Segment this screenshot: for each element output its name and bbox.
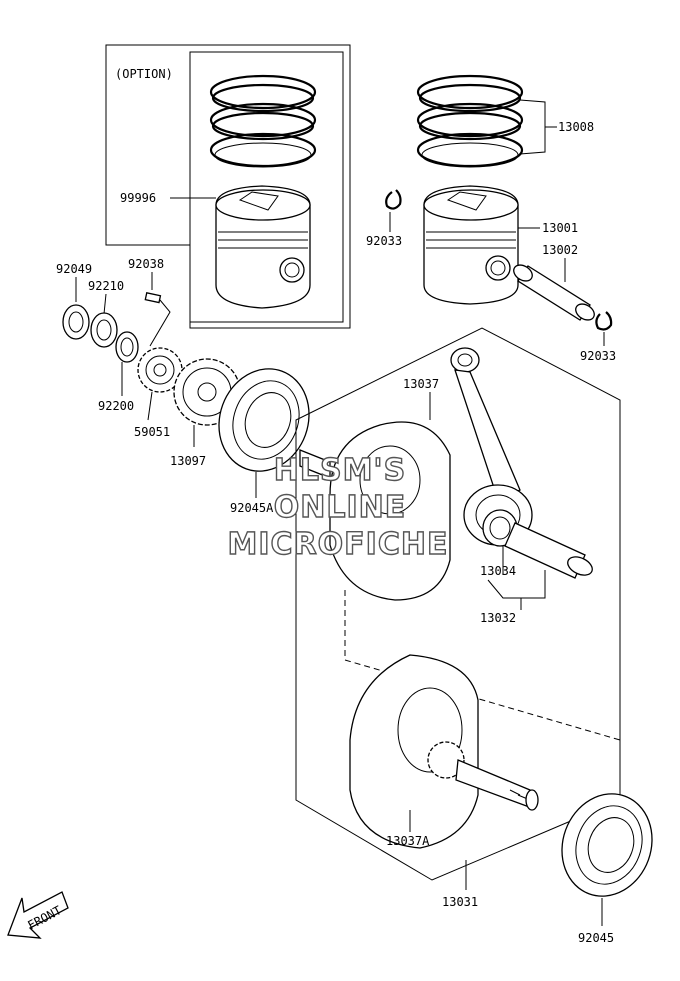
washer (115, 331, 139, 363)
option-piston-rings (209, 74, 317, 168)
crank-web-upper (299, 421, 451, 601)
circlip-upper (385, 189, 402, 210)
part-label-92033-lower: 92033 (580, 349, 616, 363)
part-label-99996: 99996 (120, 191, 156, 205)
part-label-59051: 59051 (134, 425, 170, 439)
part-label-92038: 92038 (128, 257, 164, 271)
option-piston (215, 185, 311, 309)
part-label-92033-upper: 92033 (366, 234, 402, 248)
crank-pin (504, 522, 593, 579)
crank-web-lower (349, 654, 539, 849)
part-label-13037: 13037 (403, 377, 439, 391)
piston-pin (513, 264, 595, 321)
part-label-92045: 92045 (578, 931, 614, 945)
watermark-line-3: MICROFICHE (228, 527, 449, 562)
part-label-13034: 13034 (480, 564, 516, 578)
watermark-line-2: ONLINE (274, 490, 407, 525)
part-label-13001: 13001 (542, 221, 578, 235)
part-label-92200: 92200 (98, 399, 134, 413)
part-label-92049: 92049 (56, 262, 92, 276)
nut (90, 312, 118, 348)
part-label-13037A: 13037A (386, 834, 430, 848)
part-label-92045A: 92045A (230, 501, 274, 515)
key (144, 292, 162, 304)
part-label-13002: 13002 (542, 243, 578, 257)
option-group: (OPTION) (105, 44, 351, 329)
bearing-right (561, 793, 653, 897)
front-arrow: FRONT (7, 891, 69, 939)
part-label-13008: 13008 (558, 120, 594, 134)
bearing-left (218, 368, 310, 472)
watermark-line-1: HLSM'S (274, 453, 406, 488)
part-label-13097: 13097 (170, 454, 206, 468)
oil-seal (62, 304, 90, 340)
part-label-13031: 13031 (442, 895, 478, 909)
piston (423, 185, 519, 305)
part-label-13032: 13032 (480, 611, 516, 625)
piston-rings (416, 74, 524, 168)
circlip-lower (595, 311, 613, 331)
part-label-92210: 92210 (88, 279, 124, 293)
watermark: HLSM'S ONLINE MICROFICHE (227, 452, 449, 562)
option-label: (OPTION) (115, 67, 173, 81)
gear-small (137, 347, 183, 393)
